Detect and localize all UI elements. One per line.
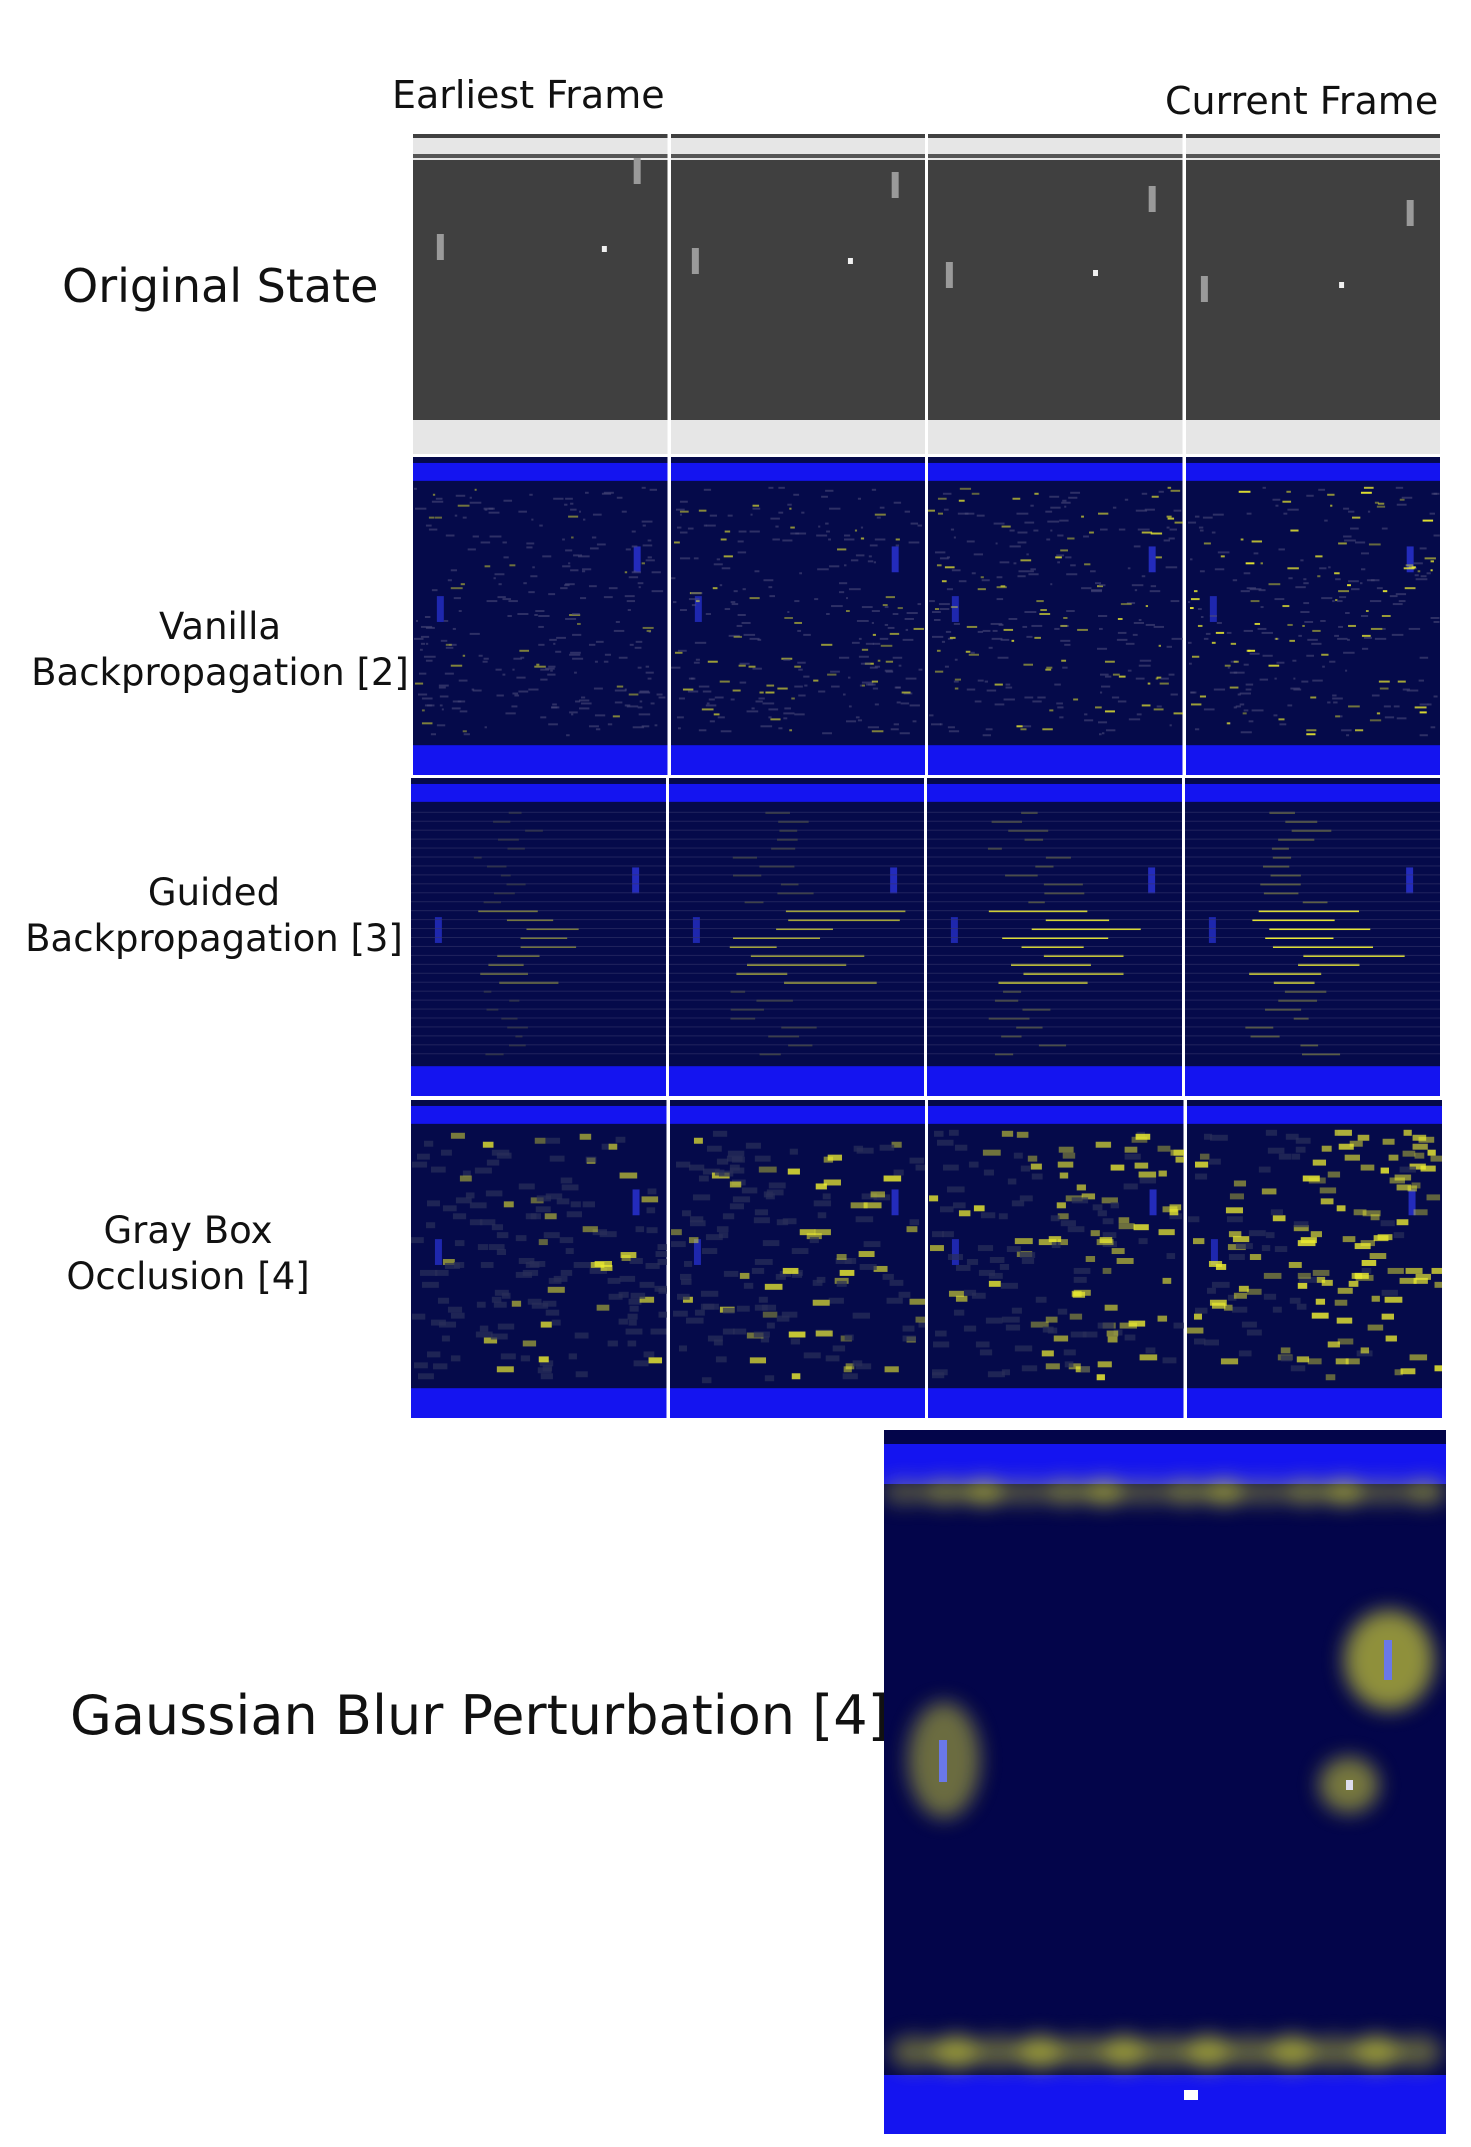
frame-image-guided-4 [1185, 778, 1440, 1096]
frame-image-graybox-1 [411, 1100, 667, 1418]
frame-image-guided-2 [669, 778, 924, 1096]
frame-tile-graybox-1 [411, 1100, 667, 1418]
frame-image-original-1 [413, 134, 668, 454]
row-original-frames [413, 134, 1443, 454]
frame-tile-original-2 [670, 134, 925, 454]
gaussian-saliency-map [884, 1430, 1446, 2134]
row-label-vanilla-line-1: Vanilla [158, 605, 282, 648]
row-label-original-line: Original State [62, 259, 379, 313]
header-current-frame: Current Frame [1165, 79, 1439, 123]
row-graybox-frames [411, 1100, 1445, 1418]
gaussian-label: Gaussian Blur Perturbation [4] [70, 1684, 889, 1747]
frame-image-graybox-4 [1186, 1100, 1442, 1418]
frame-tile-guided-3 [927, 778, 1182, 1096]
frame-tile-original-3 [928, 134, 1183, 454]
frame-tile-graybox-4 [1186, 1100, 1442, 1418]
gaussian-saliency-image [884, 1430, 1446, 2134]
row-label-vanilla-line-2: Backpropagation [2] [31, 651, 409, 695]
row-label-guided: Guided Backpropagation [3] [24, 870, 404, 963]
row-label-graybox-line-2: Occlusion [4] [66, 1255, 310, 1299]
frame-tile-vanilla-2 [670, 457, 925, 775]
header-earliest-frame: Earliest Frame [392, 73, 665, 117]
frame-tile-vanilla-4 [1185, 457, 1440, 775]
frame-image-vanilla-1 [413, 457, 668, 775]
frame-image-guided-3 [927, 778, 1182, 1096]
row-label-vanilla: Vanilla Backpropagation [2] [30, 604, 410, 697]
frame-image-guided-1 [411, 778, 666, 1096]
frame-image-graybox-2 [669, 1100, 925, 1418]
row-vanilla-frames [413, 457, 1443, 775]
frame-tile-vanilla-3 [928, 457, 1183, 775]
frame-image-original-4 [1185, 134, 1440, 454]
frame-image-original-2 [670, 134, 925, 454]
row-label-original: Original State [62, 258, 378, 316]
frame-tile-original-1 [413, 134, 668, 454]
frame-image-graybox-3 [928, 1100, 1184, 1418]
frame-tile-graybox-2 [669, 1100, 925, 1418]
frame-tile-guided-4 [1185, 778, 1440, 1096]
frame-tile-original-4 [1185, 134, 1440, 454]
frame-tile-vanilla-1 [413, 457, 668, 775]
row-label-graybox-line-1: Gray Box [103, 1209, 273, 1252]
frame-tile-guided-2 [669, 778, 924, 1096]
row-guided-frames [411, 778, 1443, 1096]
frame-image-vanilla-3 [928, 457, 1183, 775]
frame-image-vanilla-2 [670, 457, 925, 775]
frame-image-vanilla-4 [1185, 457, 1440, 775]
frame-tile-guided-1 [411, 778, 666, 1096]
frame-tile-graybox-3 [928, 1100, 1184, 1418]
frame-image-original-3 [928, 134, 1183, 454]
row-label-guided-line-1: Guided [147, 871, 281, 914]
row-label-graybox: Gray Box Occlusion [4] [48, 1208, 328, 1301]
row-label-guided-line-2: Backpropagation [3] [25, 917, 403, 961]
